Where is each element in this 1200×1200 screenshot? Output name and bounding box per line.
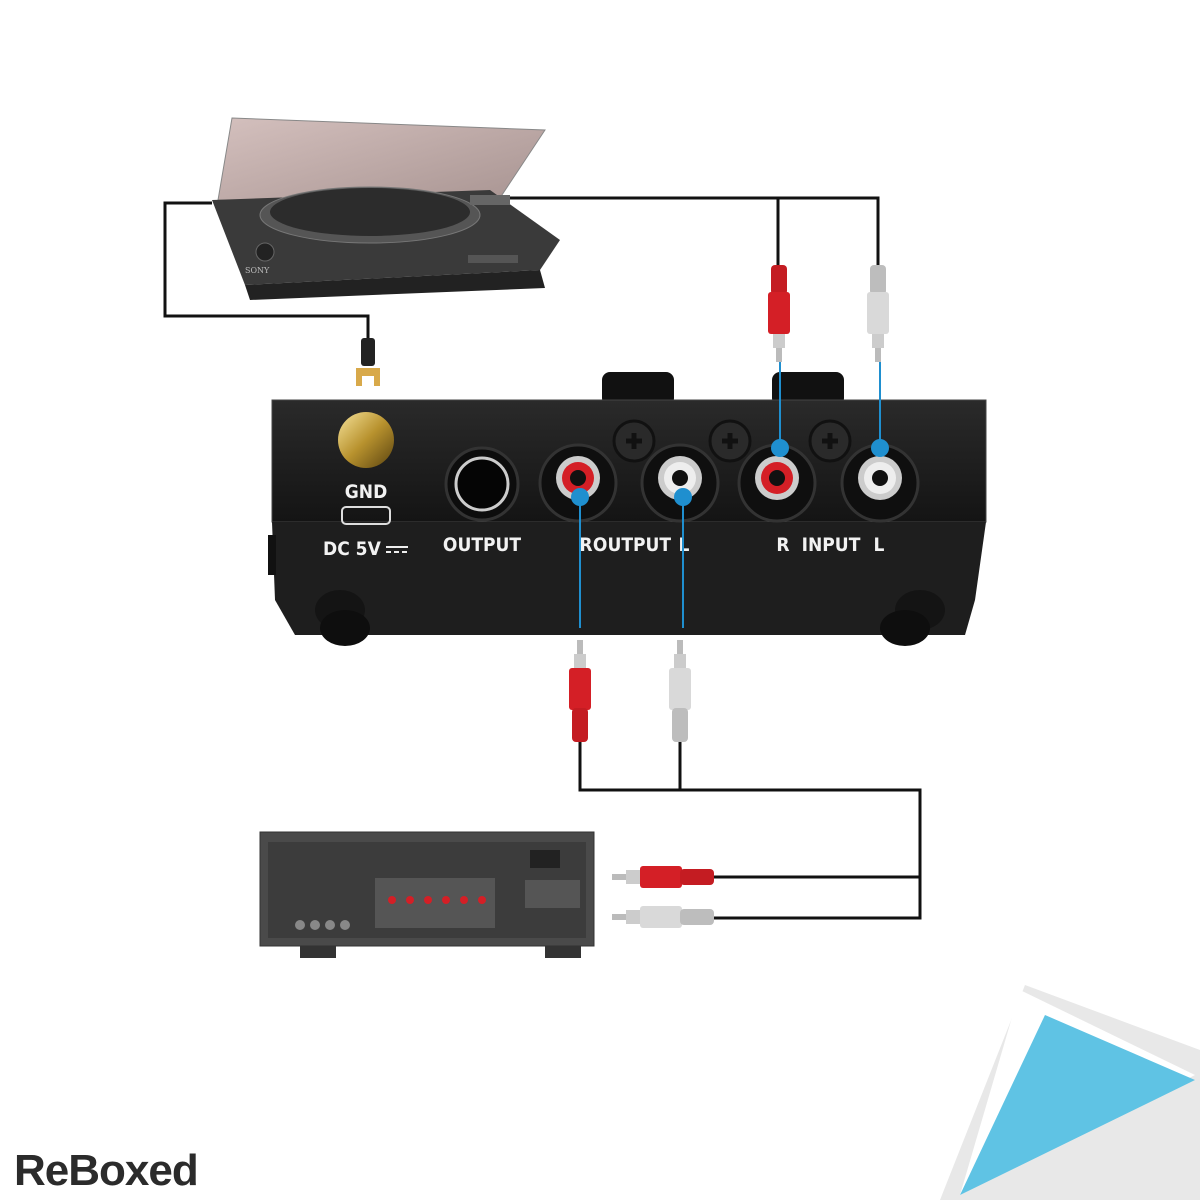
screw-icon xyxy=(612,419,656,463)
input-l-label: L xyxy=(874,534,885,556)
phono-preamp: GND DC 5V OUTPUT R OUTPUT L R INPUT L xyxy=(268,372,987,646)
dc-symbol-icon xyxy=(386,546,408,553)
ground-cable xyxy=(163,201,370,345)
ground-spade-connector xyxy=(356,338,380,386)
turntable-brand: SONY xyxy=(245,266,270,275)
receiver-plug-l xyxy=(612,906,714,928)
output-plug-l xyxy=(669,640,691,742)
input-plug-r xyxy=(768,265,790,362)
input-jack-l xyxy=(840,443,920,523)
dc-label: DC 5V xyxy=(323,538,382,560)
foot xyxy=(300,946,336,958)
av-receiver xyxy=(259,831,595,958)
page-curl-decoration xyxy=(940,985,1200,1200)
turntable: SONY xyxy=(212,117,560,300)
micro-usb-port xyxy=(341,506,391,525)
gnd-terminal xyxy=(338,412,394,468)
screw-icon xyxy=(808,419,852,463)
output-plug-r xyxy=(569,640,591,742)
output-jack-label: OUTPUT xyxy=(443,534,521,556)
input-jack-r xyxy=(737,443,817,523)
turntable-rca-cable xyxy=(492,196,880,268)
input-plug-l xyxy=(867,265,889,362)
foot xyxy=(545,946,581,958)
output-jack-l xyxy=(640,443,720,523)
knob xyxy=(602,372,674,406)
leader-lines xyxy=(571,362,889,628)
input-label: INPUT xyxy=(802,534,861,556)
output-l-label: L xyxy=(679,534,690,556)
screw-icon xyxy=(708,419,752,463)
watermark-logo: ReBoxed xyxy=(14,1146,199,1195)
knob xyxy=(772,372,844,406)
output-r-label: R xyxy=(579,534,592,556)
output-jack-r xyxy=(538,443,618,523)
gnd-label: GND xyxy=(345,481,388,503)
receiver-plug-r xyxy=(612,866,714,888)
cables xyxy=(163,196,922,920)
output-rca-label: OUTPUT xyxy=(593,534,671,556)
output-cable-r xyxy=(578,740,922,920)
input-r-label: R xyxy=(776,534,789,556)
